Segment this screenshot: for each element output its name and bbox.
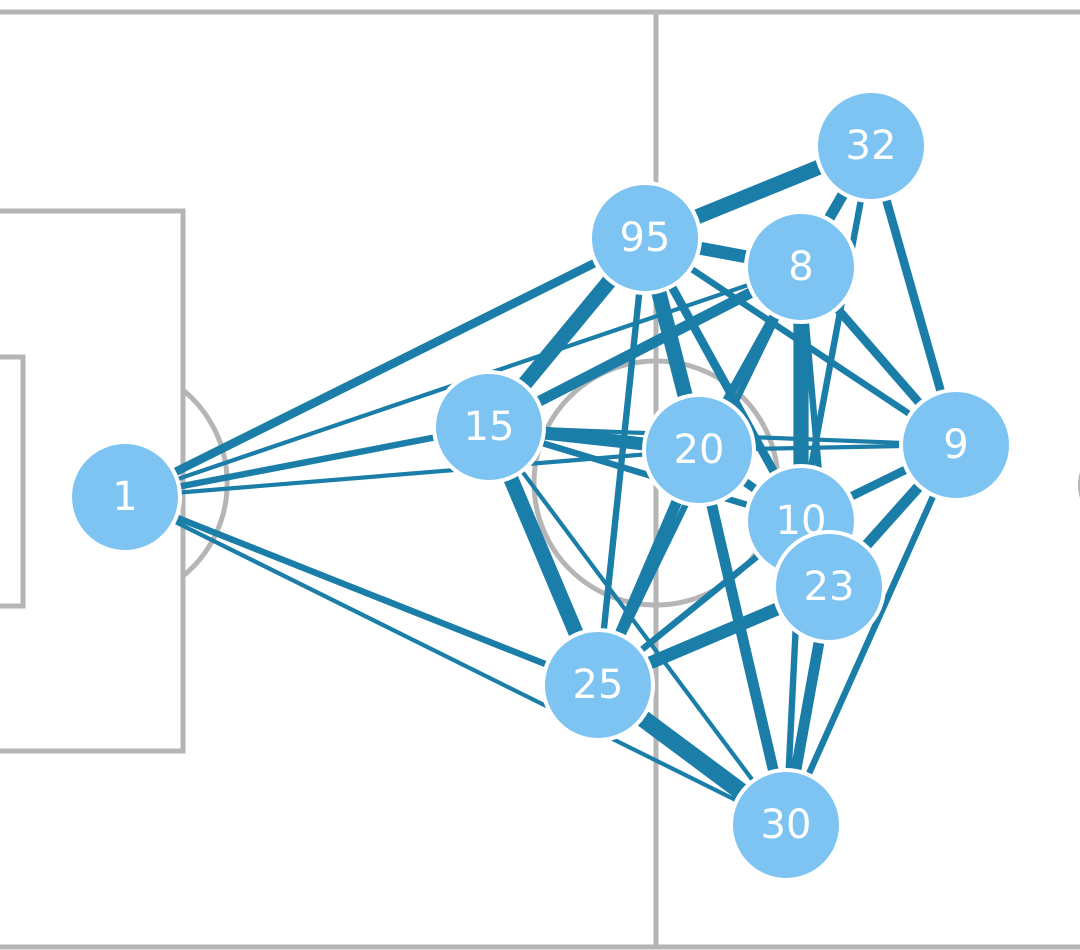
- player-number-label: 8: [788, 244, 813, 290]
- pass-edge-15-30: [487, 425, 788, 827]
- penalty-box-left: [0, 208, 186, 754]
- pass-edge-20-30: [693, 448, 792, 827]
- player-circle: [899, 388, 1013, 502]
- player-number-label: 30: [761, 802, 812, 848]
- pass-edge-95-25: [594, 237, 649, 686]
- player-node-32: 32: [814, 89, 928, 203]
- player-circle: [432, 370, 546, 484]
- pass-edge-1-20: [124, 447, 700, 500]
- pass-edge-15-8: [486, 262, 804, 432]
- player-circle: [588, 181, 702, 295]
- player-node-8: 8: [744, 210, 858, 324]
- player-circle: [642, 393, 756, 507]
- penalty-arc-left: [181, 388, 230, 578]
- player-number-label: 95: [620, 215, 671, 261]
- goal-area-left: [0, 354, 26, 609]
- player-circle: [729, 768, 843, 882]
- pass-edge-1-25: [123, 494, 600, 688]
- player-number-label: 1: [112, 474, 137, 520]
- player-node-1: 1: [68, 440, 182, 554]
- player-node-23: 23: [772, 530, 886, 644]
- pass-edge-9-30: [783, 443, 959, 827]
- player-node-95: 95: [588, 181, 702, 295]
- player-number-label: 9: [943, 422, 968, 468]
- player-node-9: 9: [899, 388, 1013, 502]
- player-number-label: 20: [674, 427, 725, 473]
- player-circle: [814, 89, 928, 203]
- pass-edge-1-30: [124, 495, 787, 827]
- player-circle: [68, 440, 182, 554]
- player-number-label: 25: [573, 662, 624, 708]
- pass-edge-1-95: [123, 234, 647, 501]
- player-circle: [772, 530, 886, 644]
- pitch-outline: [0, 9, 1080, 950]
- player-circle: [541, 628, 655, 742]
- player-node-30: 30: [729, 768, 843, 882]
- player-number-label: 15: [464, 404, 515, 450]
- pass-edge-32-10: [797, 145, 875, 522]
- player-node-25: 25: [541, 628, 655, 742]
- pass-edge-1-15: [124, 423, 490, 501]
- player-number-label: 32: [846, 123, 897, 169]
- player-node-20: 20: [642, 393, 756, 507]
- player-number-label: 23: [804, 564, 855, 610]
- player-circle: [744, 210, 858, 324]
- player-node-15: 15: [432, 370, 546, 484]
